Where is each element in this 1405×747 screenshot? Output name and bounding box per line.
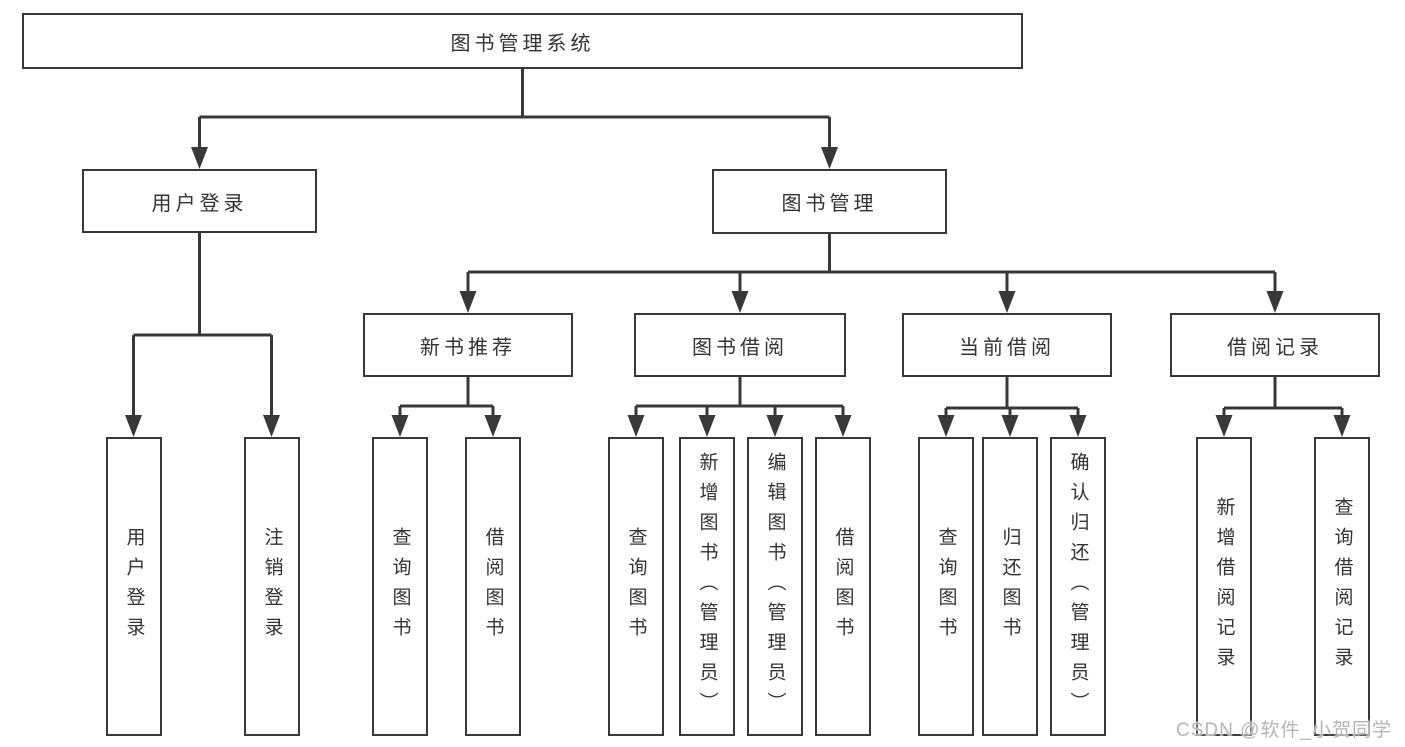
node-current-borrow: 当前借阅	[902, 313, 1112, 377]
leaf-label: 查询图书	[935, 526, 957, 647]
leaf-label: 编辑图书（管理员）	[764, 451, 786, 722]
connector-login-to-leaves	[132, 233, 273, 433]
leaf-logout: 注销登录	[244, 437, 300, 736]
arrowhead-icon	[937, 415, 955, 437]
node-book-borrow: 图书借阅	[634, 313, 846, 377]
leaf-bb-query: 查询图书	[608, 437, 664, 736]
node-user-login: 用户登录	[82, 169, 317, 233]
leaf-br-query: 查询借阅记录	[1314, 437, 1370, 736]
leaf-label: 查询图书	[625, 526, 647, 647]
leaf-label: 用户登录	[123, 526, 145, 647]
leaf-bb-borrow: 借阅图书	[815, 437, 871, 736]
leaf-bb-add: 新增图书（管理员）	[679, 437, 735, 736]
leaf-nb-query: 查询图书	[372, 437, 428, 736]
leaf-label: 注销登录	[261, 526, 283, 647]
connector-root-to-level2	[198, 67, 831, 165]
csdn-watermark: CSDN @软件_小贺同学	[1176, 720, 1392, 741]
arrowhead-icon	[391, 415, 409, 437]
arrowhead-icon	[698, 415, 716, 437]
node-borrow-records: 借阅记录	[1170, 313, 1380, 377]
arrowhead-icon	[484, 415, 502, 437]
leaf-nb-borrow: 借阅图书	[465, 437, 521, 736]
arrowhead-icon	[766, 415, 784, 437]
leaf-cb-return: 归还图书	[982, 437, 1038, 736]
leaf-label: 新增借阅记录	[1213, 496, 1235, 677]
leaf-bb-edit: 编辑图书（管理员）	[747, 437, 803, 736]
arrowhead-icon	[125, 415, 142, 437]
node-new-book: 新书推荐	[363, 313, 573, 377]
leaf-br-add: 新增借阅记录	[1196, 437, 1252, 736]
node-root: 图书管理系统	[22, 13, 1023, 69]
arrowhead-icon	[191, 147, 208, 169]
arrowhead-icon	[263, 415, 280, 437]
arrowhead-icon	[731, 291, 749, 313]
leaf-label: 查询图书	[389, 526, 411, 647]
arrowhead-icon	[1266, 291, 1284, 313]
arrowhead-icon	[627, 415, 645, 437]
leaf-cb-query: 查询图书	[918, 437, 974, 736]
arrowhead-icon	[998, 291, 1016, 313]
arrowhead-icon	[1001, 415, 1019, 437]
leaf-label: 查询借阅记录	[1331, 496, 1353, 677]
node-book-mgmt: 图书管理	[712, 169, 947, 234]
leaf-label: 借阅图书	[482, 526, 504, 647]
leaf-label: 借阅图书	[832, 526, 854, 647]
arrowhead-icon	[1215, 415, 1233, 437]
leaf-label: 归还图书	[999, 526, 1021, 647]
connector-mgmt-to-level3	[466, 234, 1277, 309]
leaf-user-login: 用户登录	[106, 437, 162, 736]
arrowhead-icon	[821, 147, 838, 169]
leaf-label: 新增图书（管理员）	[696, 451, 718, 722]
arrowhead-icon	[459, 291, 477, 313]
arrowhead-icon	[834, 415, 852, 437]
arrowhead-icon	[1333, 415, 1351, 437]
connector-records-to-leaves	[1222, 377, 1344, 433]
connector-borrow-to-leaves	[634, 377, 845, 433]
connector-newbook-to-leaves	[398, 377, 495, 433]
connector-current-to-leaves	[944, 377, 1080, 433]
leaf-cb-confirm: 确认归还（管理员）	[1050, 437, 1106, 736]
leaf-label: 确认归还（管理员）	[1067, 451, 1089, 722]
arrowhead-icon	[1069, 415, 1087, 437]
